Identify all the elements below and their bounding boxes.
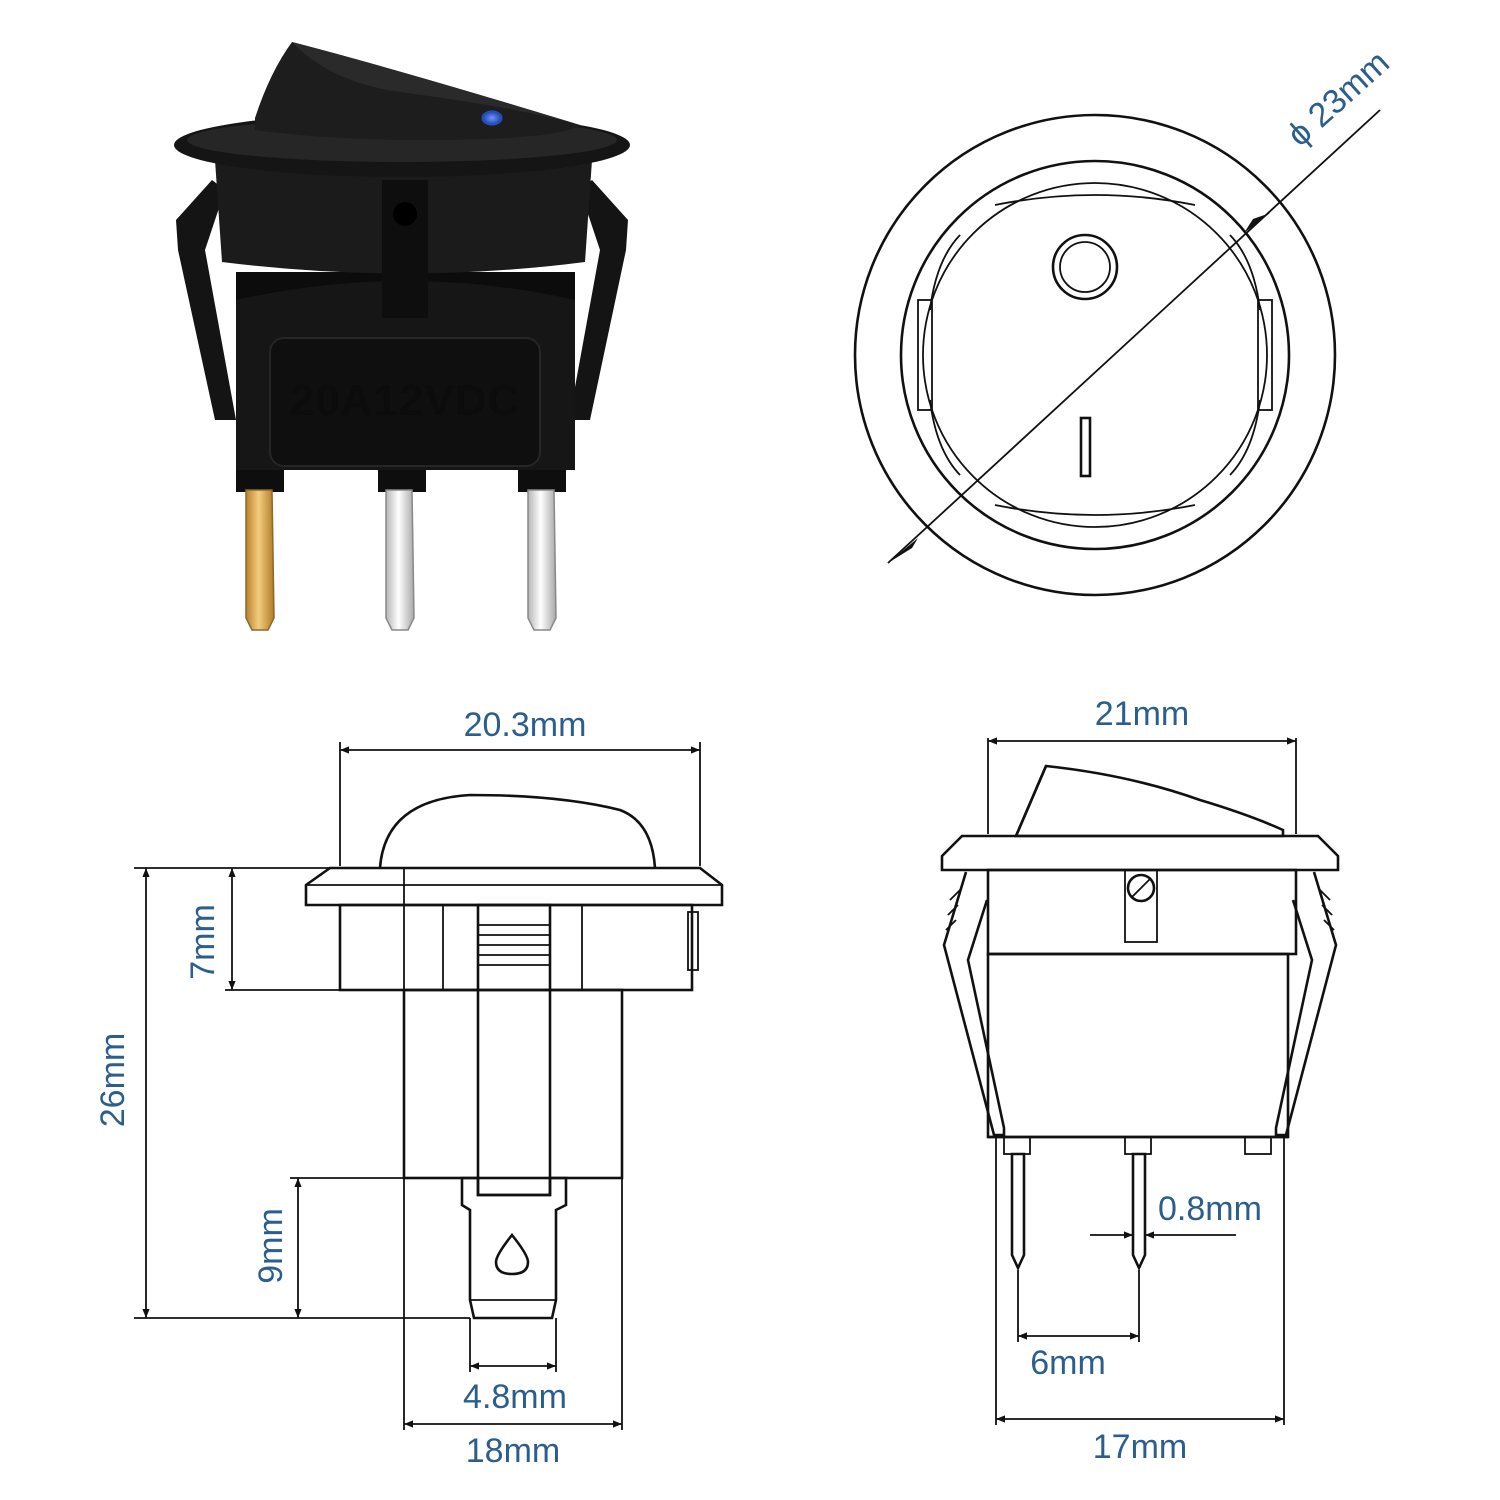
terminal-thickness-label: 0.8mm — [1158, 1190, 1262, 1228]
side-terminal — [460, 1176, 568, 1320]
terminal-pin-gold — [245, 489, 275, 631]
top-view: ϕ 23mm — [853, 43, 1397, 597]
terminal-pin-silver — [527, 489, 557, 631]
front-flange — [940, 834, 1340, 872]
front-view: 21mm 0.8mm 6mm 17mm — [940, 695, 1340, 1466]
terminal-length-label: 9mm — [252, 1208, 290, 1284]
flange-label: 7mm — [184, 904, 222, 980]
label-plate — [269, 337, 541, 467]
off-symbol — [1051, 233, 1119, 301]
on-symbol — [1079, 416, 1092, 478]
side-flange — [304, 866, 724, 907]
front-width-label: 21mm — [1095, 695, 1189, 733]
outer-flange-circle — [853, 113, 1337, 597]
terminal-pin-silver — [385, 489, 415, 631]
side-stem — [476, 903, 552, 1197]
switch-photo: 20A12VDC — [174, 42, 630, 631]
front-terminal-1 — [1010, 1152, 1026, 1272]
side-view: 20.3mm 26mm 7mm 9mm 4.8mm 18mm — [94, 706, 724, 1470]
front-rocker — [1014, 764, 1285, 838]
width-label: 20.3mm — [464, 706, 587, 744]
screw — [1126, 873, 1156, 903]
terminal-hole — [494, 1232, 530, 1276]
front-body-width-label: 17mm — [1093, 1428, 1187, 1466]
left-clip — [176, 180, 236, 420]
right-clip — [569, 180, 628, 420]
case-marking: 20A12VDC — [290, 376, 521, 425]
rocker-circle — [922, 182, 1268, 528]
side-rocker-dome — [378, 793, 657, 869]
diameter-line — [887, 109, 1381, 564]
body-width-label: 18mm — [466, 1432, 560, 1470]
diameter-label: ϕ 23mm — [1280, 43, 1397, 154]
led-indicator — [481, 110, 503, 126]
front-terminal-2 — [1131, 1152, 1147, 1272]
terminal-width-label: 4.8mm — [463, 1378, 567, 1416]
height-label: 26mm — [94, 1033, 132, 1127]
terminal-spacing-label: 6mm — [1030, 1344, 1106, 1382]
